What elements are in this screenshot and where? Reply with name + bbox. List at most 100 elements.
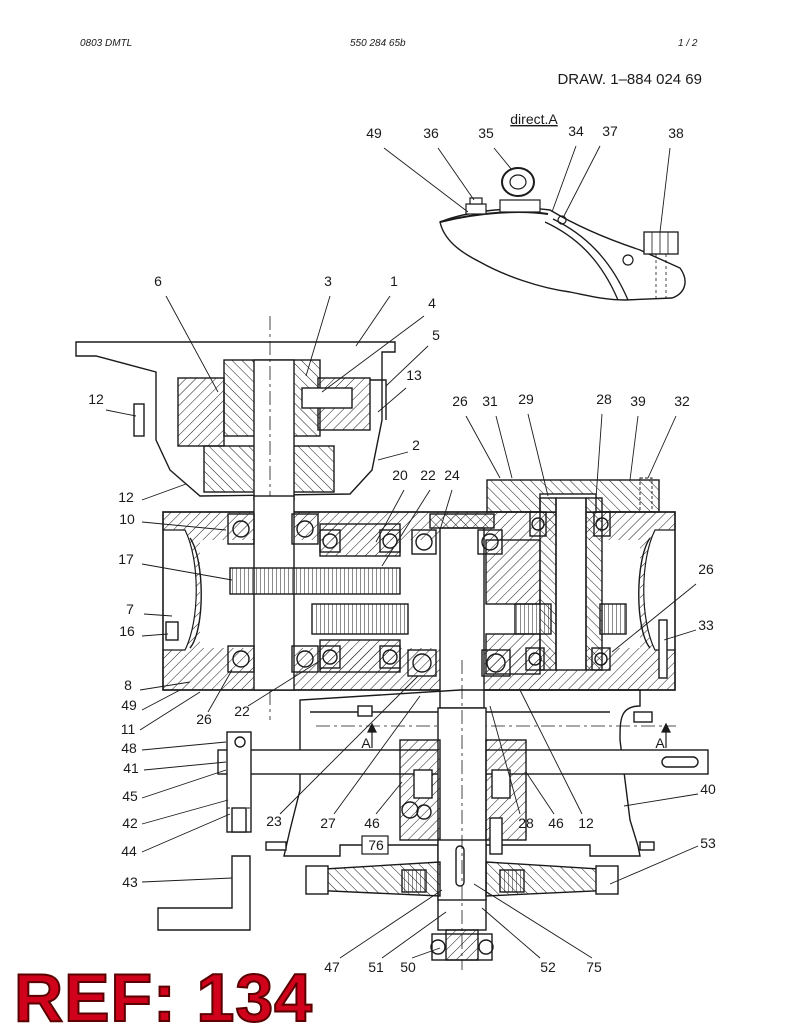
callout-47: 47 — [324, 959, 340, 975]
callout-51: 51 — [368, 959, 384, 975]
leader-lines — [105, 145, 699, 959]
leader-line — [141, 521, 227, 531]
leader-line — [375, 781, 403, 815]
leader-line — [595, 413, 603, 499]
callout-46: 46 — [548, 815, 564, 831]
leader-line — [489, 705, 521, 815]
callout-13: 13 — [406, 367, 422, 383]
callout-8: 8 — [124, 677, 132, 693]
callout-3: 3 — [324, 273, 332, 289]
leader-line — [385, 345, 429, 387]
callout-28: 28 — [596, 391, 612, 407]
leader-line — [659, 147, 671, 233]
callout-29: 29 — [518, 391, 534, 407]
leader-line — [141, 689, 181, 711]
callout-75: 75 — [586, 959, 602, 975]
callout-23: 23 — [266, 813, 282, 829]
callout-46: 46 — [364, 815, 380, 831]
reference-stamp: REF: 134 — [13, 960, 313, 1034]
leader-line — [473, 883, 593, 959]
leader-line — [143, 761, 227, 771]
leader-line — [623, 793, 699, 807]
callout-7: 7 — [126, 601, 134, 617]
callout-48: 48 — [121, 740, 137, 756]
leader-line — [279, 675, 419, 815]
callout-49: 49 — [366, 125, 382, 141]
callout-16: 16 — [119, 623, 135, 639]
callout-27: 27 — [320, 815, 336, 831]
leader-line — [141, 877, 233, 883]
callout-35: 35 — [478, 125, 494, 141]
leader-line — [629, 415, 639, 481]
callout-26: 26 — [698, 561, 714, 577]
leader-line — [141, 633, 169, 637]
leader-line — [527, 413, 549, 497]
leader-line — [321, 315, 425, 393]
leader-line — [207, 669, 233, 713]
leader-line — [141, 741, 227, 751]
callout-20: 20 — [392, 467, 408, 483]
callout-4: 4 — [428, 295, 436, 311]
callout-26: 26 — [196, 711, 212, 727]
callout-6: 6 — [154, 273, 162, 289]
leader-line — [495, 415, 513, 479]
leader-line — [551, 145, 577, 213]
leader-line — [381, 489, 431, 567]
callout-76: 76 — [368, 837, 384, 853]
leader-line — [563, 145, 601, 217]
leader-line — [647, 415, 677, 479]
header-center-code: 550 284 65b — [350, 38, 406, 49]
callout-38: 38 — [668, 125, 684, 141]
leader-line — [663, 629, 697, 641]
callout-22: 22 — [420, 467, 436, 483]
leader-line — [437, 147, 475, 201]
leader-line — [411, 947, 441, 959]
leader-line — [139, 681, 191, 691]
callout-10: 10 — [119, 511, 135, 527]
callout-5: 5 — [432, 327, 440, 343]
leader-line — [611, 583, 697, 653]
callout-34: 34 — [568, 123, 584, 139]
callout-36: 36 — [423, 125, 439, 141]
leader-line — [143, 613, 173, 617]
callout-12: 12 — [88, 391, 104, 407]
callout-44: 44 — [121, 843, 137, 859]
leader-line — [355, 295, 391, 347]
callout-12: 12 — [118, 489, 134, 505]
gearbox-section — [75, 316, 709, 970]
section-arrows — [367, 722, 671, 748]
leader-line — [305, 295, 331, 377]
callout-50: 50 — [400, 959, 416, 975]
callout-17: 17 — [118, 551, 134, 567]
header-left-code: 0803 DMTL — [80, 38, 133, 49]
callout-28: 28 — [518, 815, 534, 831]
leader-line — [247, 661, 319, 707]
callout-1: 1 — [390, 273, 398, 289]
callout-2: 2 — [412, 437, 420, 453]
callout-37: 37 — [602, 123, 618, 139]
leader-line — [525, 771, 555, 815]
callout-45: 45 — [122, 788, 138, 804]
leader-line — [105, 409, 137, 417]
leader-line — [333, 695, 421, 815]
leader-line — [377, 387, 407, 413]
callout-42: 42 — [122, 815, 138, 831]
leader-line — [609, 845, 699, 885]
leader-line — [381, 911, 447, 959]
callout-11: 11 — [121, 721, 136, 737]
section-mark-left: A — [361, 735, 371, 751]
callout-41: 41 — [123, 760, 139, 776]
callout-76-box — [361, 835, 389, 855]
leader-line — [383, 147, 469, 213]
callout-39: 39 — [630, 393, 646, 409]
callout-12: 12 — [578, 815, 594, 831]
leader-line — [141, 769, 227, 799]
leader-line — [481, 907, 541, 959]
callout-52: 52 — [540, 959, 556, 975]
callout-43: 43 — [122, 874, 138, 890]
callout-53: 53 — [700, 835, 716, 851]
leader-line — [141, 799, 229, 825]
